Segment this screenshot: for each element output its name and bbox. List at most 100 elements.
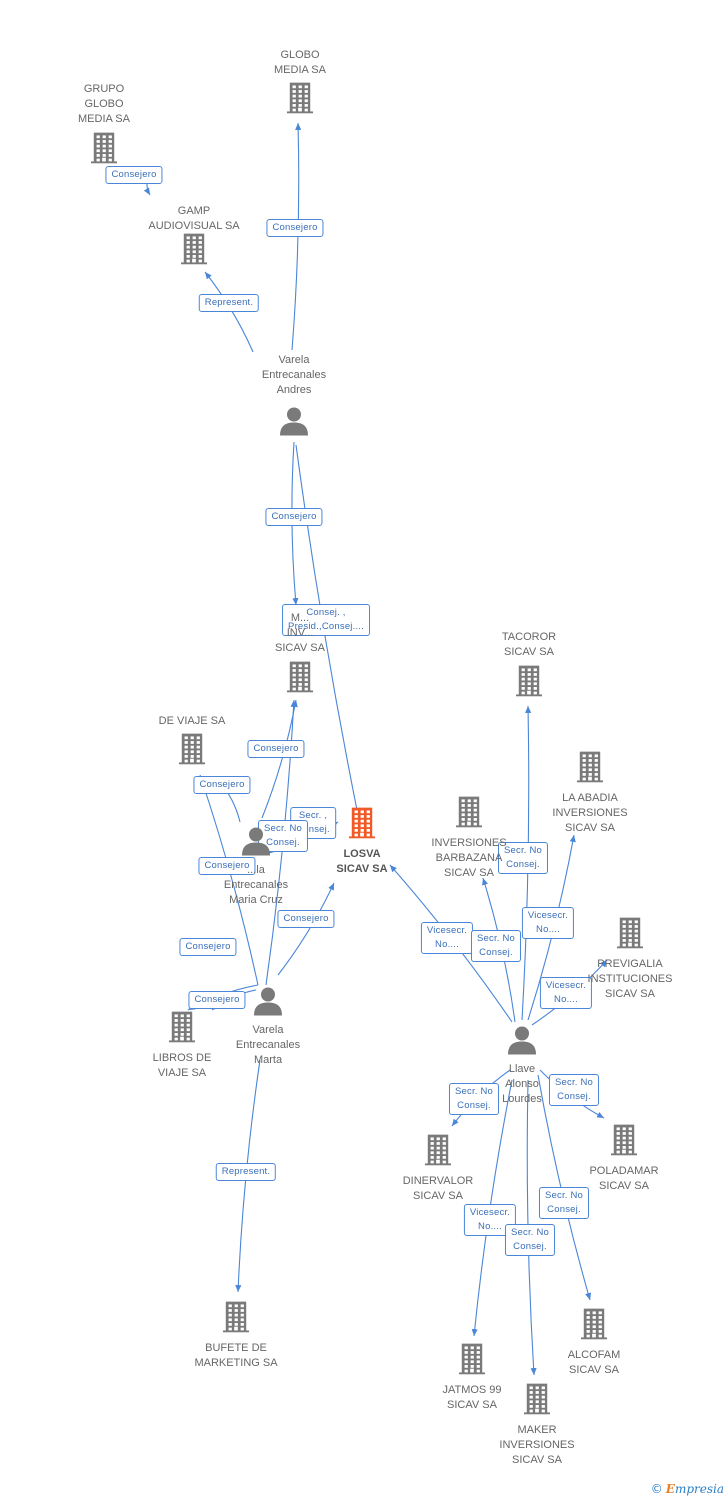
edge-label-varela_marta-to-libros[interactable]: Consejero <box>179 938 237 956</box>
empresia-watermark[interactable]: ©Empresia <box>651 1482 724 1496</box>
building-icon-de_viaje[interactable] <box>179 733 205 770</box>
node-label-line: INV... <box>286 627 314 639</box>
edge-label-varela_andres-to-losva[interactable]: Consej. ,Presid.,Consej.... <box>282 604 370 636</box>
node-label-line: SICAV SA <box>512 1454 562 1466</box>
edge-label-varela_andres-to-mi_inv[interactable]: Consejero <box>265 508 323 526</box>
node-label-line: Andres <box>276 384 312 396</box>
building-icon-tacoror[interactable] <box>516 665 542 702</box>
edge-label-varela_andres-to-globo_media[interactable]: Consejero <box>266 219 324 237</box>
building-icon-jatmos[interactable] <box>459 1343 485 1380</box>
edge-label-varela_marta-to-libros[interactable]: Consejero <box>188 991 246 1009</box>
node-label-line: LOSVA <box>343 848 381 860</box>
node-label-line: PREVIGALIA <box>597 958 663 970</box>
building-icon-globo_media[interactable] <box>287 82 313 119</box>
edge-label-line: Consejero <box>204 860 250 871</box>
node-label-line: INVERSIONES <box>431 837 507 849</box>
edge-label-varela_maria-to-mi_inv[interactable]: Consejero <box>247 740 305 758</box>
edge-label-line: Secr. No <box>454 1086 494 1097</box>
building-icon-losva[interactable] <box>349 807 375 844</box>
node-label-line: Entrecanales <box>235 1039 301 1051</box>
edge-label-line: Consej. <box>557 1091 591 1102</box>
node-label-line: MEDIA SA <box>274 64 326 76</box>
building-icon-mi_inv[interactable] <box>287 661 313 698</box>
building-icon-libros[interactable] <box>169 1011 195 1048</box>
building-icon-maker[interactable] <box>524 1383 550 1420</box>
edge-label-line: Consejero <box>194 994 240 1005</box>
edge-label-line: Secr. No <box>544 1190 584 1201</box>
person-icon-llave[interactable] <box>507 1025 537 1060</box>
node-label-line: MEDIA SA <box>78 113 130 125</box>
building-icon-inv_barbazana[interactable] <box>456 796 482 833</box>
edge-label-llave-to-la_abadia[interactable]: Vicesecr.No.... <box>521 907 575 939</box>
building-icon-grupo_globo[interactable] <box>91 132 117 169</box>
node-label-line: SICAV SA <box>444 867 494 879</box>
node-label-line: M... <box>290 612 310 624</box>
building-icon-la_abadia[interactable] <box>577 751 603 788</box>
edge-label-line: Consej. <box>547 1204 581 1215</box>
edge-label-line: Vicesecr. <box>426 925 468 936</box>
node-label-line: SICAV SA <box>275 642 325 654</box>
edge-label-varela_maria-to-de_viaje[interactable]: Consejero <box>193 776 251 794</box>
building-icon-previgalia[interactable] <box>617 917 643 954</box>
building-icon-alcofam[interactable] <box>581 1308 607 1345</box>
node-label-line: INVERSIONES <box>552 807 628 819</box>
node-label-line: Entrecanales <box>261 369 327 381</box>
brand-name: mpresia <box>674 1482 724 1496</box>
node-label-line: GAMP <box>177 205 211 217</box>
building-icon-poladamar[interactable] <box>611 1124 637 1161</box>
node-label-line: Varela <box>252 1024 284 1036</box>
building-icon-bufete[interactable] <box>223 1301 249 1338</box>
edge-label-line: Secr. No <box>503 845 543 856</box>
edge-label-varela_marta-to-bufete[interactable]: Represent. <box>215 1163 277 1181</box>
person-icon-varela_marta[interactable] <box>253 986 283 1021</box>
node-label-line: SICAV SA <box>565 822 615 834</box>
edge-label-varela_andres-to-gamp[interactable]: Represent. <box>198 294 260 312</box>
edge-label-llave-to-alcofam[interactable]: Secr. No Consej. <box>538 1187 590 1219</box>
node-label-line: MAKER <box>517 1424 557 1436</box>
node-label-line: SICAV SA <box>569 1364 619 1376</box>
node-label-line: BUFETE DE <box>205 1342 267 1354</box>
person-icon-varela_andres[interactable] <box>279 406 309 441</box>
edge-label-line: Consejero <box>185 941 231 952</box>
node-label-line: Lourdes <box>502 1093 542 1105</box>
node-label-line: SICAV SA <box>605 988 655 1000</box>
node-label-de_viaje[interactable]: DE VIAJE SA <box>159 714 226 729</box>
building-icon-gamp[interactable] <box>181 233 207 270</box>
edge-label-llave-to-losva[interactable]: Vicesecr.No.... <box>420 922 474 954</box>
edge-label-varela_marta-to-losva[interactable]: Consejero <box>277 910 335 928</box>
building-icon-dinervalor[interactable] <box>425 1134 451 1171</box>
edge-label-line: Consej. <box>479 947 513 958</box>
person-icon-varela_maria[interactable] <box>241 826 271 861</box>
edge-varela_maria-to-mi_inv <box>261 699 298 819</box>
edge-label-grupo_globo-to-gamp[interactable]: Consejero <box>105 166 163 184</box>
edge-label-llave-to-previgalia[interactable]: Vicesecr.No.... <box>539 977 593 1009</box>
edge-label-line: No.... <box>536 924 560 935</box>
edge-label-varela_marta-to-de_viaje[interactable]: Consejero <box>198 857 256 875</box>
node-label-line: Maria Cruz <box>229 894 283 906</box>
node-label-mi_inv[interactable]: M... INV... SICAV SA <box>275 611 325 656</box>
